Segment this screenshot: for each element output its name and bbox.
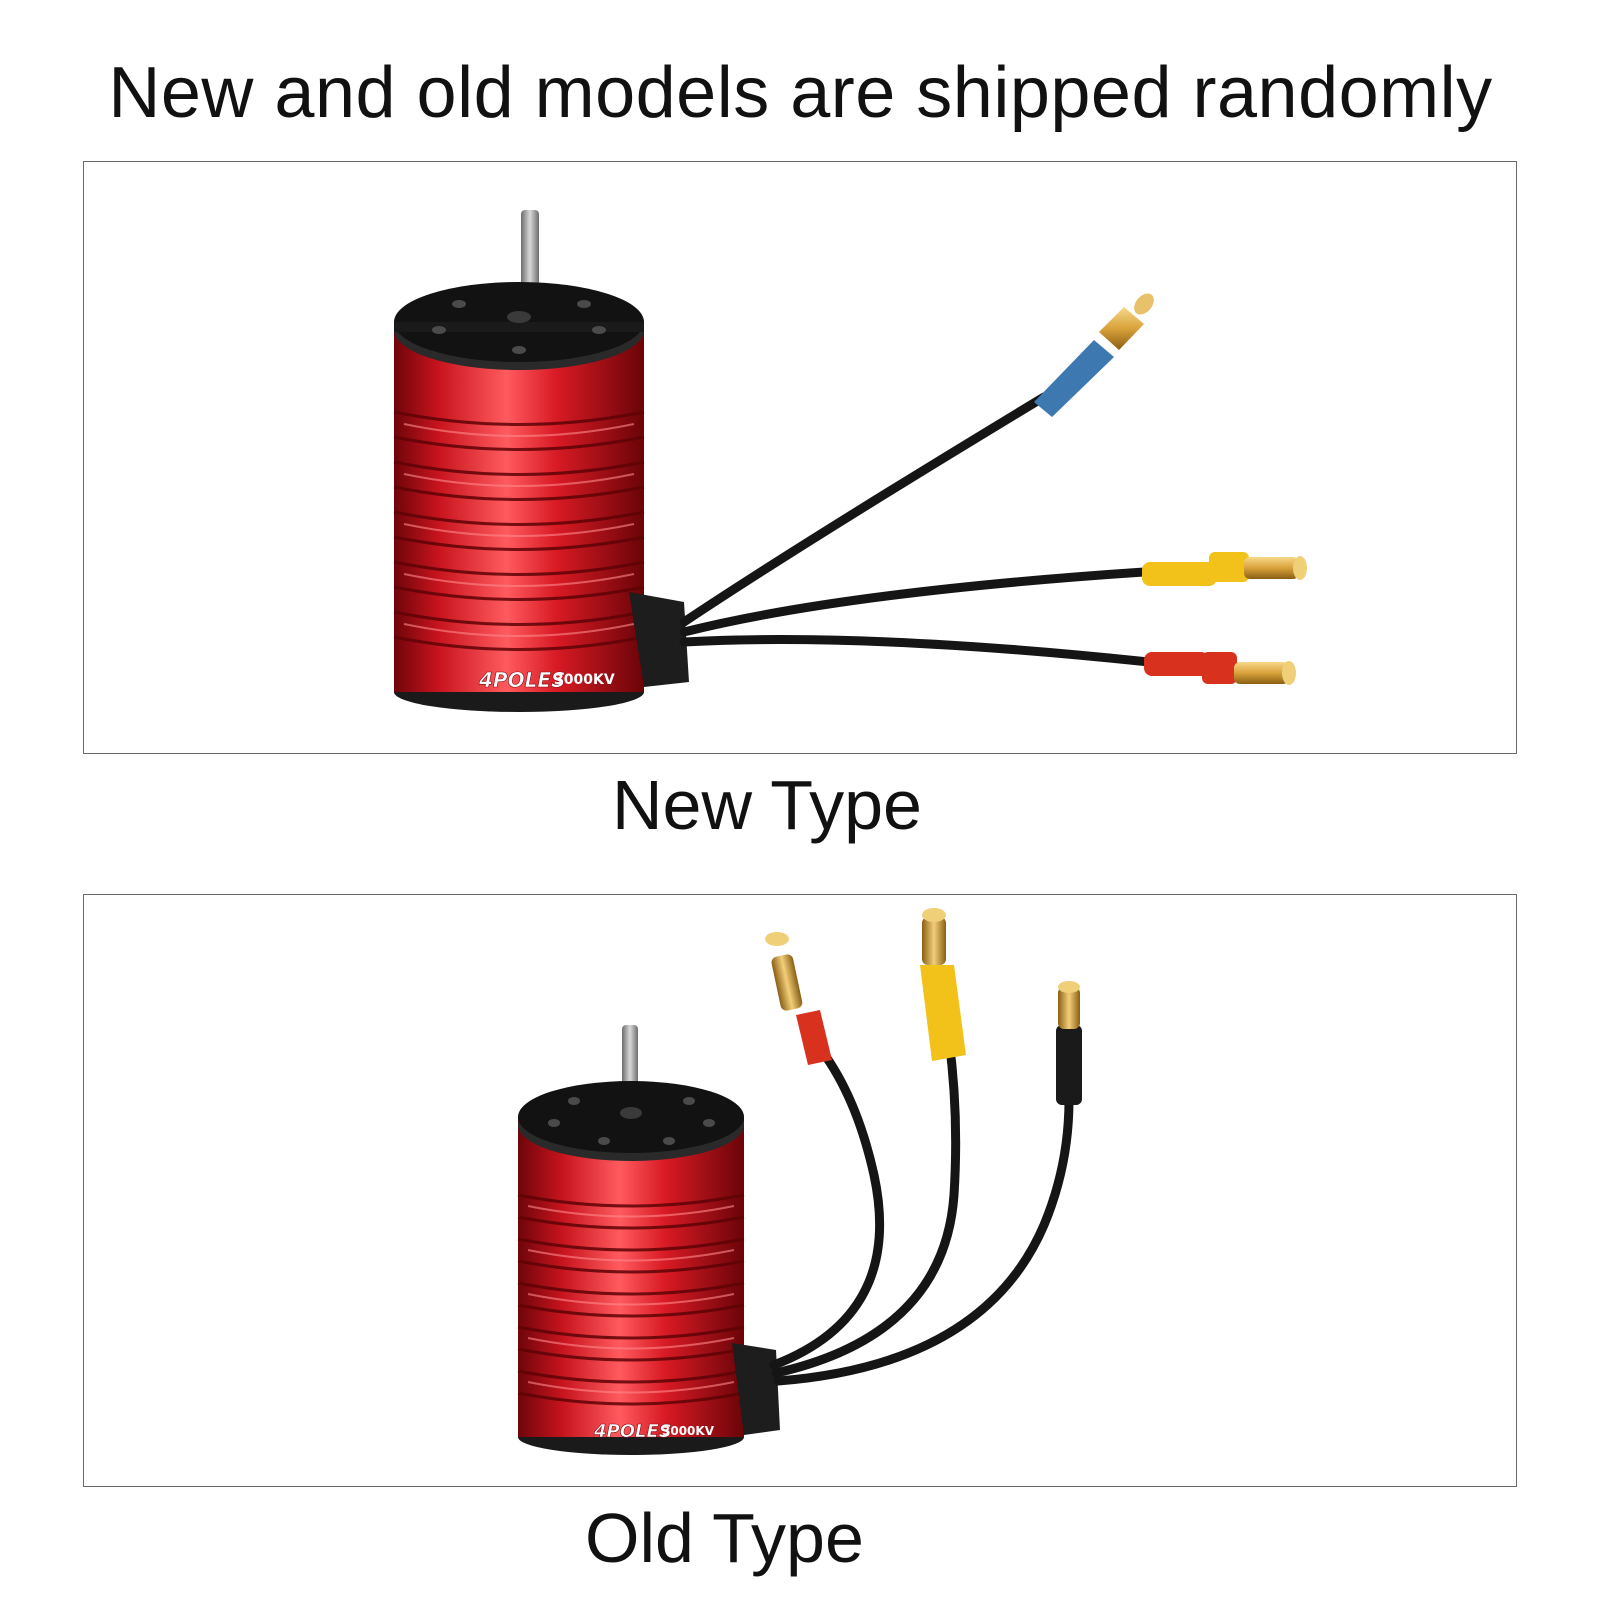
blue-connector: [1034, 293, 1154, 417]
wire-red: [769, 1030, 885, 1370]
kv-label: 3000KV: [554, 672, 615, 688]
motor-body: [393, 282, 645, 712]
wire-boot: [732, 1343, 780, 1435]
new-type-caption: New Type: [612, 766, 922, 844]
red-connector: [765, 932, 832, 1065]
new-type-image-panel: 4POLES 3000KV: [83, 161, 1517, 754]
motor-wires: [679, 392, 1154, 667]
wire-red: [679, 635, 1154, 667]
old-type-motor-illustration: 4POLES 3000KV: [517, 908, 1082, 1455]
black-connector: [1056, 981, 1082, 1105]
yellow-connector: [920, 908, 966, 1061]
motor-label: 4POLES: [593, 1421, 672, 1442]
wire-blue: [679, 392, 1049, 627]
old-type-caption: Old Type: [585, 1499, 864, 1577]
motor-label: 4POLES: [478, 668, 565, 692]
yellow-connector: [1142, 552, 1307, 586]
motor-wires: [769, 1030, 1074, 1386]
new-type-motor-illustration: 4POLES 3000KV: [393, 210, 1307, 712]
kv-label: 3000KV: [662, 1424, 715, 1438]
wire-boot: [629, 592, 689, 687]
wire-yellow: [679, 567, 1149, 637]
wire-black: [773, 1095, 1074, 1386]
motor-body: [517, 1081, 745, 1455]
wire-yellow: [771, 1035, 961, 1378]
old-type-image-panel: 4POLES 3000KV: [83, 894, 1517, 1487]
red-connector: [1144, 652, 1296, 685]
headline: New and old models are shipped randomly: [108, 53, 1493, 133]
